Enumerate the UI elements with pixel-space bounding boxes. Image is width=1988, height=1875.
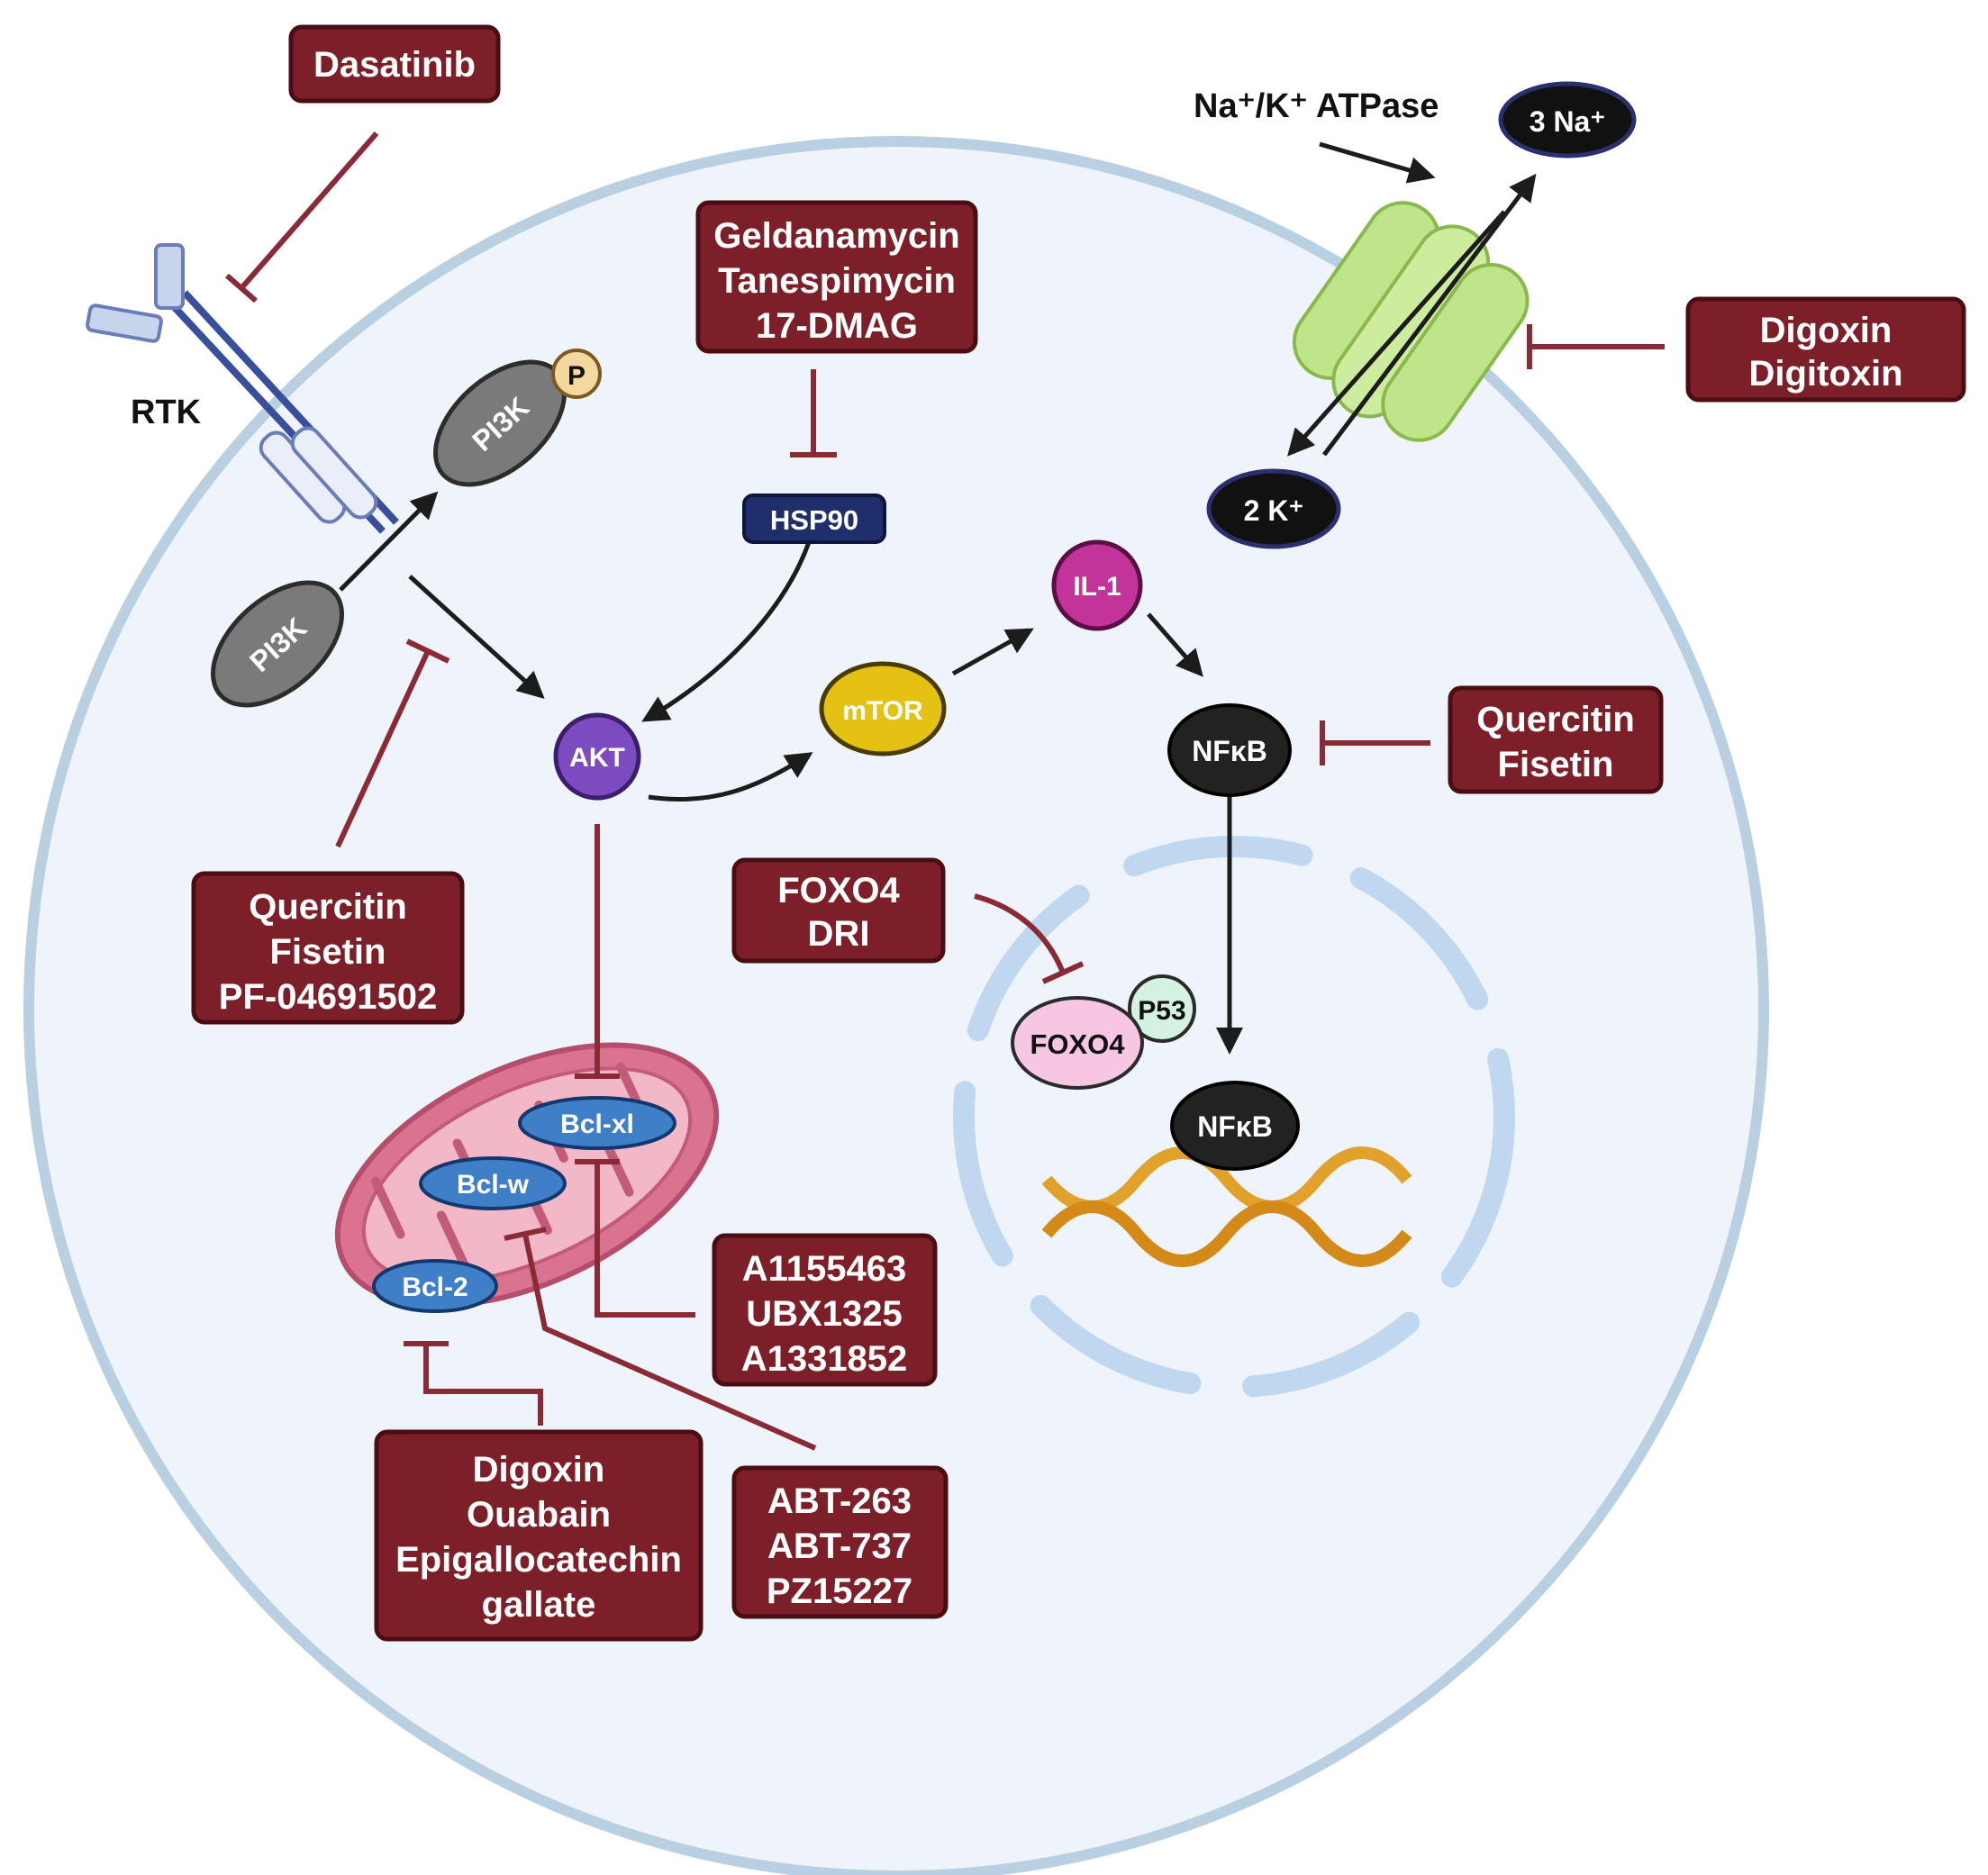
- arrow-pump-label: [1319, 141, 1436, 184]
- drug-dasatinib-line-1: Dasatinib: [313, 45, 476, 85]
- inhibit-pump: [1527, 324, 1665, 369]
- sodium-label: 3 Na⁺: [1530, 105, 1605, 138]
- drug-hsp90-line-1: Geldanamycin: [713, 216, 959, 256]
- na-k-atpase-pump: [1292, 201, 1530, 442]
- p53-node: P53: [1128, 974, 1196, 1043]
- drug-box-abt: ABT-263 ABT-737 PZ15227: [731, 1465, 949, 1619]
- drug-bclxl-line-2: UBX1325: [746, 1294, 902, 1334]
- drug-bcl2-line-3: Epigallocatechin: [395, 1540, 682, 1580]
- drug-box-foxo4-dri: FOXO4 DRI: [731, 857, 946, 964]
- drug-bcl2-line-2: Ouabain: [467, 1495, 611, 1535]
- bclxl-node: Bcl-xl: [518, 1096, 676, 1150]
- nfkb-nuc-label: NFκB: [1197, 1110, 1273, 1143]
- arrow-rtk-akt: [408, 575, 545, 700]
- rtk-label: RTK: [131, 394, 202, 431]
- inhibit-nfkb: [1320, 720, 1430, 765]
- phospho-label: P: [567, 361, 586, 391]
- drug-foxo4-line-2: DRI: [808, 914, 870, 954]
- nfkb-nucleus-node: NFκB: [1170, 1081, 1300, 1171]
- arrow-mtor-il1: [951, 628, 1034, 676]
- drug-box-bclxl-inhibitors: A1155463 UBX1325 A1331852: [712, 1233, 938, 1387]
- nfkb-cyto-label: NFκB: [1192, 735, 1267, 767]
- sodium-ions: 3 Na⁺: [1498, 81, 1637, 159]
- hsp90-node: HSP90: [742, 494, 886, 544]
- dna-helix: [1041, 1146, 1412, 1267]
- drug-box-quercitin-nfkb: Quercitin Fisetin: [1448, 685, 1664, 794]
- bcl2-label: Bcl-2: [402, 1273, 467, 1302]
- pump-label: Na⁺/K⁺ ATPase: [1194, 87, 1439, 125]
- drug-digox-line-2: Digitoxin: [1748, 354, 1902, 394]
- mtor-label: mTOR: [842, 696, 923, 726]
- bcl2-node: Bcl-2: [372, 1259, 498, 1313]
- p53-label: P53: [1138, 996, 1185, 1026]
- akt-node: AKT: [553, 712, 641, 801]
- inhibit-dasatinib: [225, 131, 379, 303]
- nucleus-envelope: [953, 836, 1515, 1398]
- arrow-il1-nfkb: [1147, 612, 1203, 677]
- drug-box-digoxin-digitoxin: Digoxin Digitoxin: [1685, 296, 1966, 403]
- drug-hsp90-line-3: 17-DMAG: [756, 306, 918, 346]
- inhibit-akt-bclxl: [575, 824, 620, 1079]
- drug-qpi3k-line-3: PF-04691502: [219, 977, 437, 1017]
- il1-node: IL-1: [1051, 539, 1143, 631]
- hsp90-label: HSP90: [770, 504, 858, 536]
- pi3k-inactive: PI3K: [211, 580, 344, 708]
- arrow-akt-mtor: [648, 752, 813, 802]
- inhibit-bclw: [504, 1227, 817, 1451]
- drug-box-hsp90-inhibitors: Geldanamycin Tanespimycin 17-DMAG: [695, 200, 978, 354]
- drug-bcl2-line-1: Digoxin: [473, 1450, 605, 1490]
- drug-abt-line-3: PZ15227: [767, 1572, 912, 1611]
- drug-qpi3k-line-2: Fisetin: [270, 932, 386, 972]
- drug-box-quercitin-pi3k: Quercitin Fisetin PF-04691502: [191, 871, 465, 1025]
- drug-abt-line-2: ABT-737: [767, 1526, 912, 1566]
- potassium-ions: 2 K⁺: [1206, 468, 1341, 549]
- pi3k-phosphorylated: PI3K: [433, 359, 567, 487]
- bclw-node: Bcl-w: [419, 1156, 567, 1210]
- drug-bclxl-line-3: A1331852: [741, 1339, 908, 1379]
- arrow-hsp90-akt: [641, 541, 812, 722]
- mtor-node: mTOR: [819, 661, 947, 756]
- potassium-label: 2 K⁺: [1244, 494, 1304, 527]
- rtk-receptor: [86, 243, 399, 534]
- drug-bclxl-line-1: A1155463: [742, 1249, 906, 1289]
- drug-abt-line-1: ABT-263: [767, 1481, 912, 1521]
- akt-label: AKT: [569, 743, 625, 773]
- nfkb-cytoplasm-node: NFκB: [1167, 703, 1292, 797]
- arrow-pi3k-phospho: [339, 491, 439, 592]
- drug-box-dasatinib: Dasatinib: [288, 24, 501, 104]
- inhibit-pi3k: [335, 639, 450, 848]
- phospho-group: P: [551, 349, 602, 399]
- drug-qnfkb-line-1: Quercitin: [1476, 700, 1635, 739]
- drug-foxo4-line-1: FOXO4: [777, 871, 900, 910]
- arrow-na-out: [1322, 173, 1537, 457]
- il1-label: IL-1: [1073, 572, 1121, 602]
- foxo4-label: FOXO4: [1030, 1028, 1125, 1060]
- bclxl-label: Bcl-xl: [560, 1110, 634, 1139]
- drug-box-bcl2-inhibitors: Digoxin Ouabain Epigallocatechin gallate: [374, 1429, 704, 1642]
- inhibit-hsp90: [790, 369, 837, 457]
- inhibit-bclxl: [575, 1159, 695, 1318]
- drug-hsp90-line-2: Tanespimycin: [718, 261, 956, 301]
- inhibit-bcl2: [404, 1341, 543, 1426]
- arrow-k-in: [1287, 210, 1506, 457]
- bclw-label: Bcl-w: [457, 1170, 530, 1200]
- drug-digox-line-1: Digoxin: [1760, 311, 1893, 350]
- drug-bcl2-line-4: gallate: [482, 1585, 596, 1625]
- drug-qpi3k-line-1: Quercitin: [249, 887, 407, 927]
- foxo4-node: FOXO4: [1011, 996, 1144, 1090]
- inhibit-foxo4: [974, 893, 1085, 984]
- drug-qnfkb-line-2: Fisetin: [1498, 745, 1614, 784]
